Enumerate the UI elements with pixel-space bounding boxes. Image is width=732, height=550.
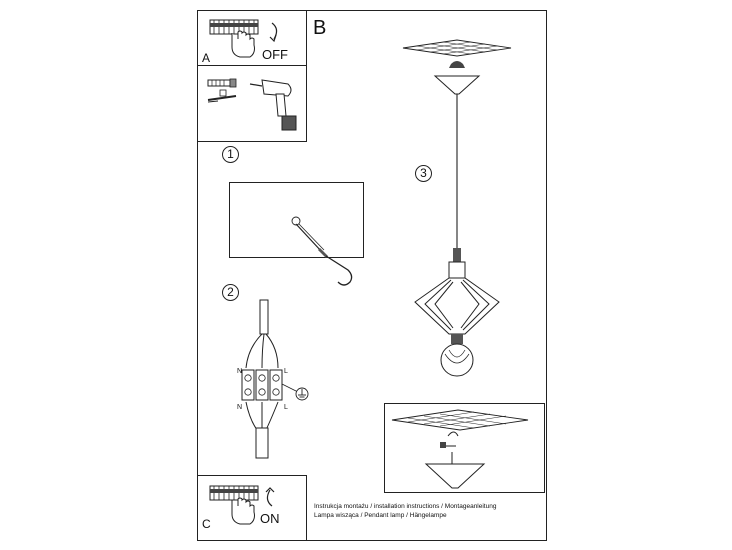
ceiling-mount-detail (391, 409, 529, 489)
terminal-l-top: L (284, 368, 288, 375)
ground-symbol-icon (295, 387, 309, 401)
panel-tools (197, 65, 307, 142)
panel-c-switch-on: ON C (197, 475, 307, 541)
rotate-arrow-icon (265, 487, 275, 507)
wiring-diagram (241, 299, 299, 459)
terminal-n-bottom: N (237, 404, 243, 411)
panel-ceiling-hook (229, 182, 364, 258)
hand-icon (231, 30, 255, 58)
panel-a-switch-off: OFF A (197, 10, 307, 66)
dowel-screw-icon (207, 78, 237, 103)
panel-a-letter: A (202, 51, 211, 65)
wall-switch-icon (209, 485, 259, 501)
panel-b-letter: B (313, 17, 327, 39)
terminal-l-bottom: L (284, 404, 288, 411)
step-3-marker: 3 (415, 165, 432, 182)
switch-on-label: ON (260, 511, 280, 526)
panel-c-letter: C (202, 517, 211, 531)
terminal-n-top: N (237, 368, 243, 375)
step-2-marker: 2 (222, 284, 239, 301)
ceiling-hook-icon (291, 216, 353, 286)
pendant-lamp-illustration (402, 39, 512, 377)
rotate-arrow-icon (269, 22, 278, 43)
switch-off-label: OFF (262, 47, 288, 62)
drill-icon (249, 79, 297, 131)
step-1-marker: 1 (222, 146, 239, 163)
caption-line-1: Instrukcja montażu / installation instru… (314, 503, 497, 510)
instruction-sheet (197, 10, 547, 541)
caption-line-2: Lampa wisząca / Pendant lamp / Hängelamp… (314, 512, 447, 519)
hand-icon (231, 497, 255, 525)
